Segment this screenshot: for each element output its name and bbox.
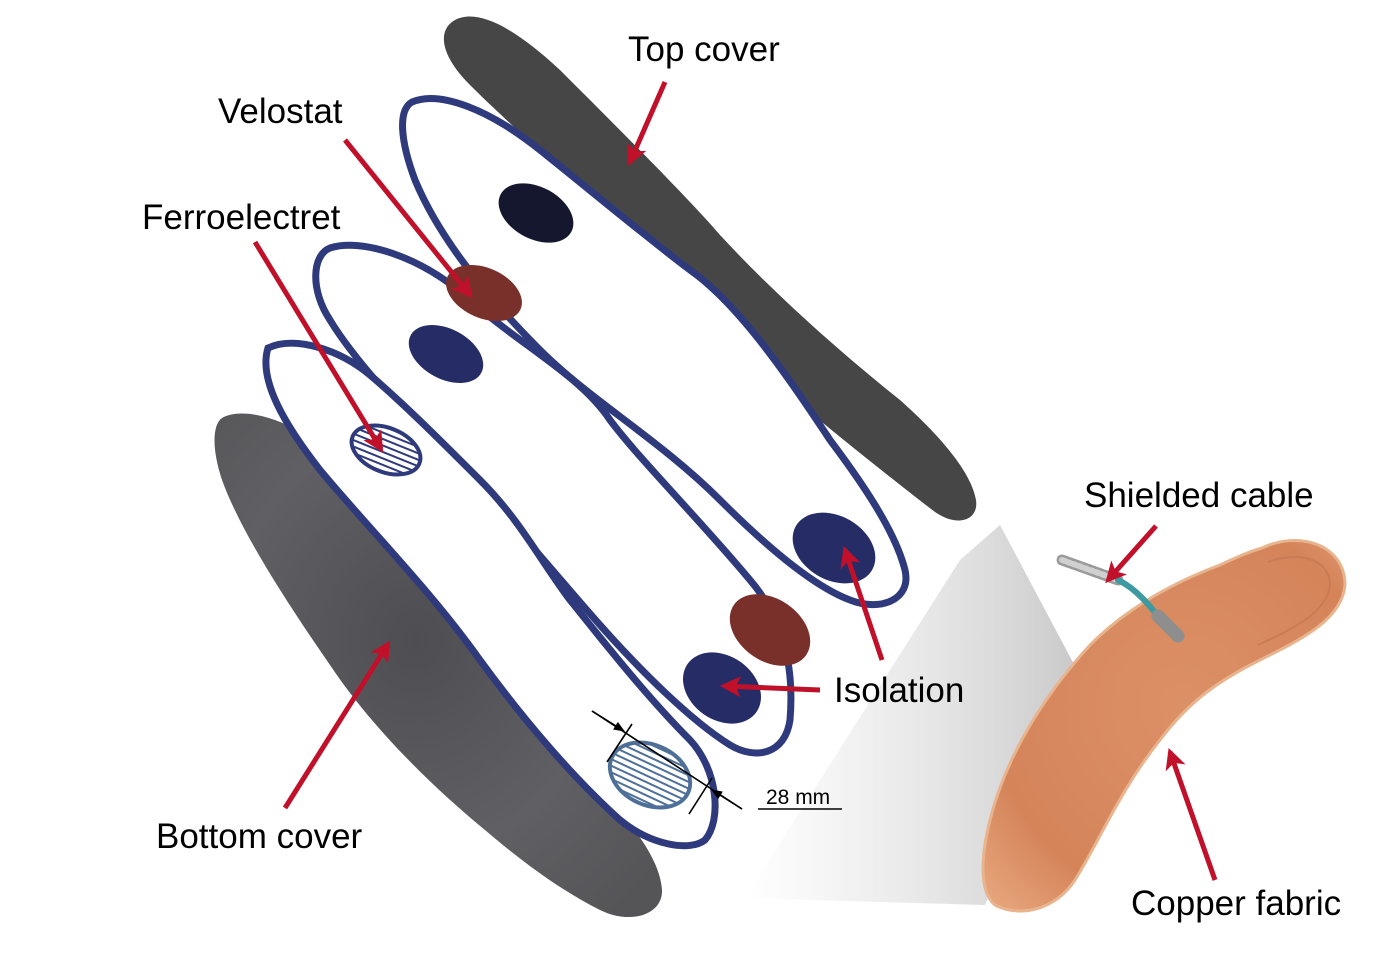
dimension-label: 28 mm <box>766 786 831 809</box>
isolation-pad-middle-forefoot <box>408 325 484 383</box>
label-bottom-cover: Bottom cover <box>156 817 363 856</box>
isolation-pad-top-forefoot <box>498 183 574 243</box>
arrow-copper-fabric <box>1165 748 1218 881</box>
shielded-cable-end <box>1151 609 1185 643</box>
dimension-arrow-right <box>711 789 743 810</box>
bottom-cover-insole <box>214 413 663 918</box>
label-top-cover: Top cover <box>628 30 780 69</box>
top-cover-insole <box>443 16 977 521</box>
arrow-ferroelectret <box>252 240 384 453</box>
leader-arrows <box>252 80 1218 881</box>
label-shielded-cable: Shielded cable <box>1084 476 1314 515</box>
arrow-top-cover <box>627 80 668 166</box>
label-copper-fabric: Copper fabric <box>1131 884 1342 923</box>
label-ferroelectret: Ferroelectret <box>142 198 341 237</box>
dimension-extension-right <box>688 777 713 815</box>
arrow-isolation-upper <box>840 546 885 661</box>
arrow-shielded-cable <box>1105 524 1158 584</box>
arrow-isolation-lower <box>719 676 821 698</box>
label-velostat: Velostat <box>218 92 343 131</box>
copper-fabric-seam <box>1257 555 1332 646</box>
arrow-bottom-cover <box>282 640 391 810</box>
ferroelectret-pad-heel <box>607 740 693 810</box>
copper-fabric-insole <box>981 539 1347 913</box>
dimension-extension-left <box>606 723 633 763</box>
arrow-velostat <box>343 138 473 299</box>
velostat-pad-heel <box>729 594 811 666</box>
dimension-arrow-left <box>591 710 625 732</box>
label-isolation: Isolation <box>834 671 965 710</box>
